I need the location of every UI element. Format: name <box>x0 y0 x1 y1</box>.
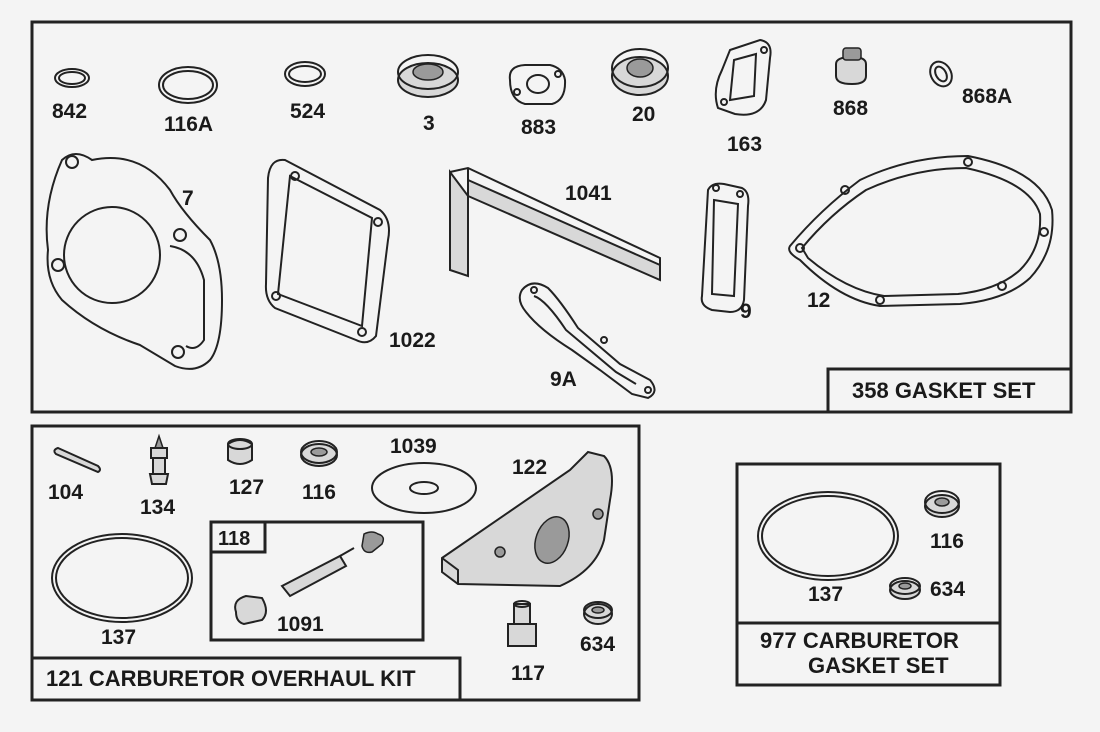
carb-gasket-title-line2: GASKET SET <box>808 653 949 678</box>
part-524-oring <box>284 61 326 87</box>
label-12: 12 <box>807 289 830 312</box>
gasket-set-title: 358 GASKET SET <box>852 378 1036 403</box>
part-1091-idle-screw <box>234 531 385 626</box>
part-9-gasket <box>700 182 750 314</box>
part-1041-gasket-strip <box>449 166 661 282</box>
label-524: 524 <box>290 100 325 123</box>
subkit-118-title: 118 <box>218 528 250 550</box>
label-634: 634 <box>580 633 615 656</box>
part-842-oring <box>54 68 90 88</box>
part-labels: 842 116A 524 3 883 20 163 868 868A 7 104… <box>48 85 1012 685</box>
label-1039: 1039 <box>390 435 437 458</box>
label-r116: 116 <box>930 530 964 553</box>
part-104-pin <box>53 446 101 474</box>
label-116: 116 <box>302 481 336 504</box>
part-883-gasket <box>508 64 567 105</box>
part-r137-oring <box>757 491 899 581</box>
gasket-set-section: 358 GASKET SET <box>30 20 1073 414</box>
label-117: 117 <box>511 662 545 685</box>
carb-gasket-title-line1: 977 CARBURETOR <box>760 628 959 653</box>
part-634-seal <box>583 601 613 625</box>
part-12-crankcase-gasket <box>788 154 1054 308</box>
label-1041: 1041 <box>565 182 612 205</box>
label-1091: 1091 <box>277 613 324 636</box>
label-868A: 868A <box>962 85 1012 108</box>
part-20-oil-seal <box>611 48 669 96</box>
label-134: 134 <box>140 496 175 519</box>
part-116-washer <box>300 440 338 467</box>
label-122: 122 <box>512 456 547 479</box>
part-134-needle-valve <box>148 433 170 485</box>
part-1039-disc <box>371 462 477 514</box>
part-868-valve-seal <box>835 47 867 86</box>
label-163: 163 <box>727 133 762 156</box>
label-116A: 116A <box>164 113 213 136</box>
label-104: 104 <box>48 481 83 504</box>
part-137-oring <box>51 533 193 623</box>
label-137: 137 <box>101 626 136 649</box>
label-r137: 137 <box>808 583 843 606</box>
label-20: 20 <box>632 103 655 126</box>
part-7-head-gasket <box>45 153 224 370</box>
label-842: 842 <box>52 100 87 123</box>
label-127: 127 <box>229 476 264 499</box>
part-1022-gasket <box>264 158 390 344</box>
part-r116-washer <box>924 490 960 518</box>
part-3-oil-seal <box>397 54 459 98</box>
label-883: 883 <box>521 116 556 139</box>
label-3: 3 <box>423 112 435 135</box>
label-9: 9 <box>740 300 752 323</box>
part-117-jet <box>507 600 537 647</box>
subkit-118-box: 118 <box>209 520 425 642</box>
part-868A-washer <box>929 60 953 88</box>
carb-gasket-set-section: 977 CARBURETOR GASKET SET <box>735 462 1002 687</box>
part-163-gasket <box>714 38 772 116</box>
part-r634-seal <box>889 577 921 600</box>
label-r634: 634 <box>930 578 965 601</box>
label-7: 7 <box>182 187 194 210</box>
part-9A-gasket <box>518 282 656 400</box>
label-868: 868 <box>833 97 868 120</box>
label-1022: 1022 <box>389 329 436 352</box>
part-122-gasket <box>441 450 613 588</box>
overhaul-kit-section: 121 CARBURETOR OVERHAUL KIT <box>30 424 641 702</box>
part-127-plug <box>227 438 253 465</box>
part-116A-oring <box>158 66 218 104</box>
overhaul-kit-title: 121 CARBURETOR OVERHAUL KIT <box>46 666 416 691</box>
label-9A: 9A <box>550 368 577 391</box>
